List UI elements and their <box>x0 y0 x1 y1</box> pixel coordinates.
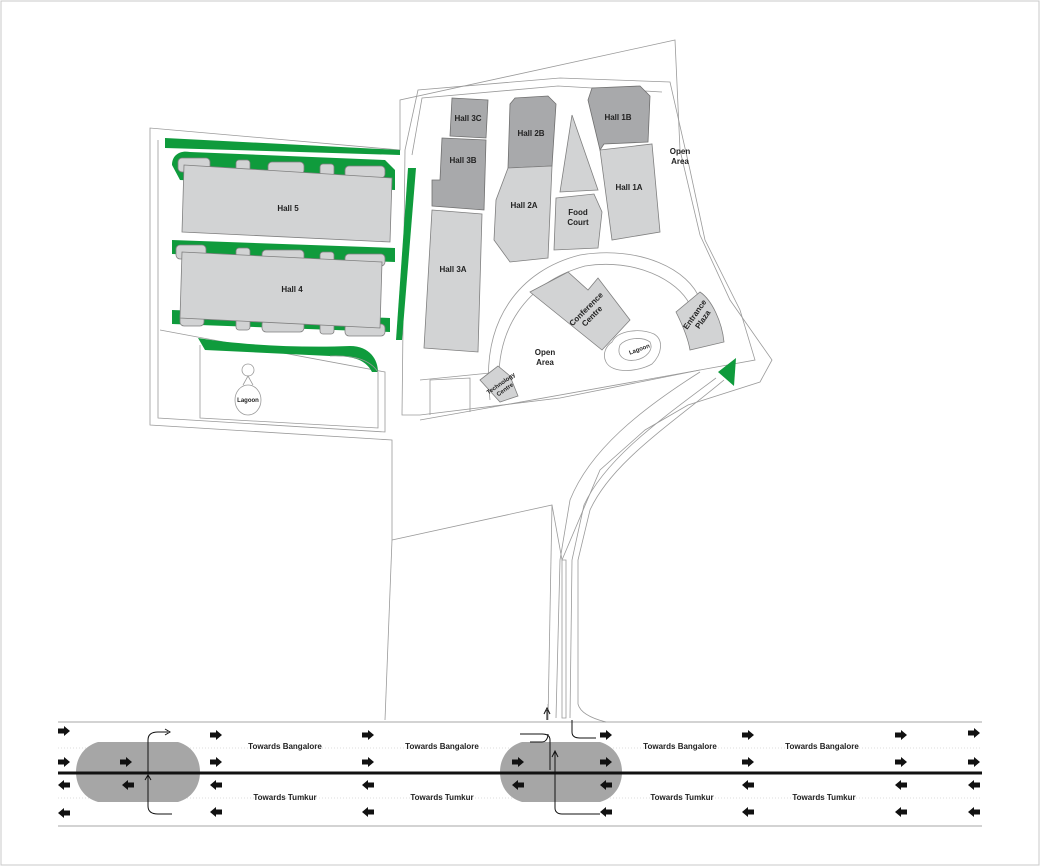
conference-centre[interactable]: Conference Centre <box>529 271 631 351</box>
arrow-left-icon <box>895 780 907 790</box>
arrow-left-icon <box>742 807 754 817</box>
lagoon-west: Lagoon <box>199 345 379 429</box>
hall-1a-label: Hall 1A <box>615 183 642 192</box>
arrow-left-icon <box>210 807 222 817</box>
hall-3c-label: Hall 3C <box>454 114 481 123</box>
hall-2a[interactable]: Hall 2A <box>493 165 553 263</box>
arrow-right-icon <box>362 730 374 740</box>
hall-3b-label: Hall 3B <box>449 156 476 165</box>
arrow-left-icon <box>742 780 754 790</box>
hall-2b[interactable]: Hall 2B <box>507 95 557 169</box>
arrow-left-icon <box>362 807 374 817</box>
arrow-left-icon <box>58 808 70 818</box>
hall-3c[interactable]: Hall 3C <box>449 97 489 139</box>
hall-4[interactable]: Hall 4 <box>179 251 383 329</box>
arrow-left-icon <box>362 780 374 790</box>
towards-tumkur-label: Towards Tumkur <box>253 793 316 802</box>
towards-tumkur-label: Towards Tumkur <box>410 793 473 802</box>
arrow-right-icon <box>362 757 374 767</box>
hall-5-label: Hall 5 <box>277 204 299 213</box>
arrow-left-icon <box>895 807 907 817</box>
arrow-left-icon <box>122 780 134 790</box>
hall-2b-label: Hall 2B <box>517 129 544 138</box>
hall-3b[interactable]: Hall 3B <box>431 137 487 211</box>
hall-1b[interactable]: Hall 1B <box>587 85 651 151</box>
towards-tumkur-label: Towards Tumkur <box>792 793 855 802</box>
arrow-left-icon <box>512 780 524 790</box>
lagoon-west-label: Lagoon <box>237 398 259 404</box>
arrow-right-icon <box>58 757 70 767</box>
arrow-left-icon <box>968 807 980 817</box>
lagoon-east-label: Lagoon <box>628 343 651 356</box>
u-turn-paths <box>144 706 600 815</box>
hall-1a[interactable]: Hall 1A <box>599 143 661 241</box>
open-area-north-label-1: Open <box>670 147 691 156</box>
towards-tumkur-label: Towards Tumkur <box>650 793 713 802</box>
hall-1b-label: Hall 1B <box>604 113 631 122</box>
arrow-left-icon <box>968 780 980 790</box>
triangle-pavilion <box>559 114 599 193</box>
hall-3a[interactable]: Hall 3A <box>423 209 483 353</box>
food-court-label-2: Court <box>567 218 589 227</box>
open-area-north-label-2: Area <box>671 157 689 166</box>
arrow-right-icon <box>512 757 524 767</box>
open-area-central-label-2: Area <box>536 358 554 367</box>
arrow-right-icon <box>742 730 754 740</box>
lane-arrows-bangalore <box>58 726 980 767</box>
arrow-right-icon <box>210 730 222 740</box>
hall-2a-label: Hall 2A <box>510 201 537 210</box>
arrow-right-icon <box>210 757 222 767</box>
internal-roads <box>419 252 725 723</box>
arrow-right-icon <box>58 726 70 736</box>
arrow-right-icon <box>968 757 980 767</box>
highway <box>58 721 982 827</box>
arrow-right-icon <box>742 757 754 767</box>
towards-bangalore-label: Towards Bangalore <box>643 742 717 751</box>
open-area-central-label-1: Open <box>535 348 556 357</box>
arrow-left-icon <box>600 780 612 790</box>
arrow-right-icon <box>895 757 907 767</box>
entrance-plaza[interactable]: Entrance Plaza <box>675 291 725 351</box>
hall-4-label: Hall 4 <box>281 285 303 294</box>
hall-3a-label: Hall 3A <box>439 265 466 274</box>
arrow-left-icon <box>210 780 222 790</box>
food-court[interactable]: Food Court <box>553 193 603 251</box>
arrow-right-icon <box>600 730 612 740</box>
towards-bangalore-label: Towards Bangalore <box>785 742 859 751</box>
food-court-label-1: Food <box>568 208 588 217</box>
arrow-right-icon <box>120 757 132 767</box>
lane-arrows-tumkur <box>58 780 980 818</box>
arrow-left-icon <box>600 807 612 817</box>
towards-bangalore-label: Towards Bangalore <box>248 742 322 751</box>
arrow-right-icon <box>895 730 907 740</box>
towards-bangalore-label: Towards Bangalore <box>405 742 479 751</box>
arrow-right-icon <box>968 728 980 738</box>
technology-centre[interactable]: Technology Centre <box>479 365 519 403</box>
arrow-right-icon <box>600 757 612 767</box>
arrow-left-icon <box>58 780 70 790</box>
hall-5[interactable]: Hall 5 <box>181 164 393 243</box>
